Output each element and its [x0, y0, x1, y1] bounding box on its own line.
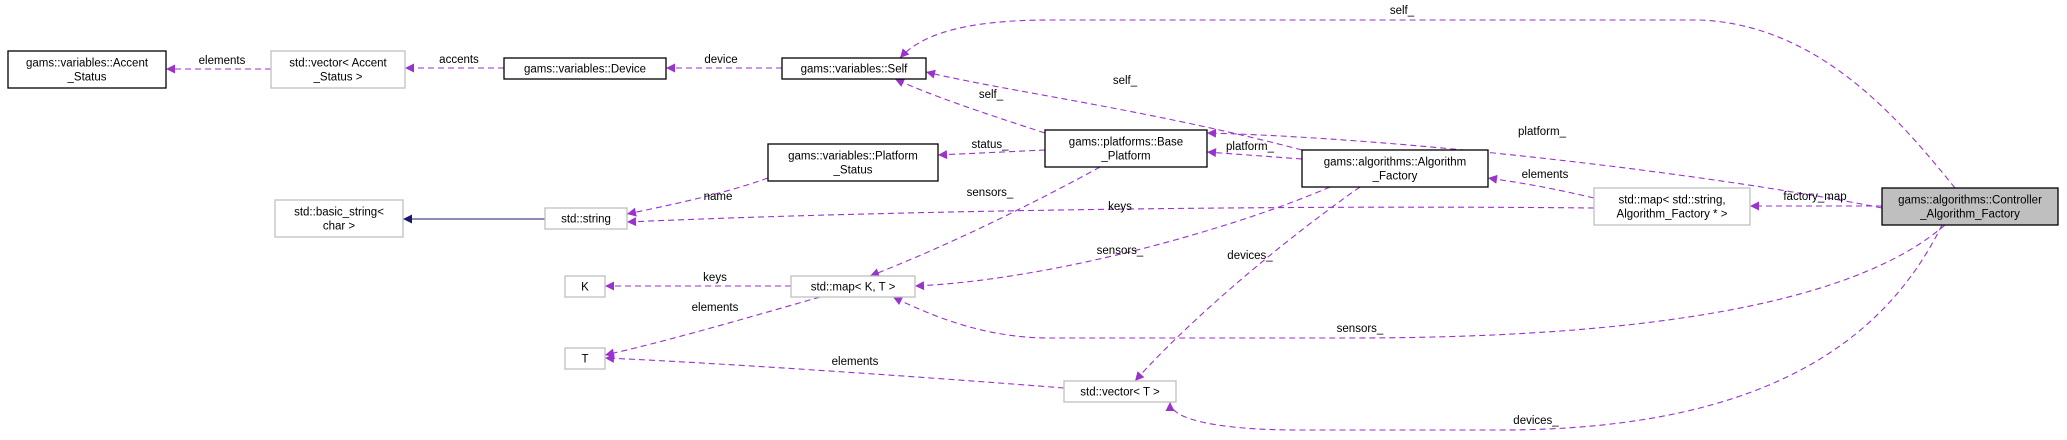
node-label-vector_t-0: std::vector< T >	[1080, 387, 1160, 399]
node-vector_t[interactable]: std::vector< T >	[1063, 380, 1177, 403]
node-label-t-0: T	[581, 354, 588, 366]
edge-label-controller-vector_t: devices_	[1513, 415, 1559, 427]
node-label-base_platform-0: gams::platforms::Base	[1069, 137, 1183, 149]
edge-algorithm-map_kt	[914, 186, 1331, 291]
node-box-accent_status	[7, 50, 167, 89]
node-label-algorithm_factory-0: gams::algorithms::Algorithm	[1324, 157, 1467, 169]
edge-controller-vector_t	[1165, 224, 1943, 431]
node-label-base_platform-1: _Platform	[1100, 151, 1150, 163]
node-self[interactable]: gams::variables::Self	[781, 57, 927, 80]
edge-label-controller-self: self_	[1390, 5, 1415, 17]
edge-controller-base	[1206, 128, 1883, 209]
edge-label-algorithm-base: platform_	[1226, 141, 1275, 153]
node-label-self-0: gams::variables::Self	[801, 64, 909, 76]
node-label-accent_status-1: _Status	[67, 72, 107, 84]
edge-label-base-platform_status: status_	[971, 139, 1009, 151]
node-box-map_kt	[790, 275, 916, 298]
edge-label-platform_status-string: name	[704, 191, 733, 203]
edge-controller-map_kt	[892, 224, 1946, 339]
node-algorithm_factory[interactable]: gams::algorithms::Algorithm_Factory	[1301, 149, 1489, 188]
edge-algorithm-self	[925, 69, 1303, 151]
node-label-map_string_factory-0: std::map< std::string,	[1618, 195, 1725, 207]
node-label-controller_factory-1: _Algorithm_Factory	[1919, 209, 2020, 221]
node-map_kt[interactable]: std::map< K, T >	[790, 275, 916, 298]
node-string[interactable]: std::string	[544, 207, 628, 230]
node-label-platform_status-1: _Status	[833, 165, 873, 177]
edge-label-controller-base: platform_	[1518, 126, 1567, 138]
node-label-map_string_factory-1: Algorithm_Factory * >	[1617, 209, 1728, 221]
node-box-device	[503, 57, 667, 80]
edges-layer	[166, 19, 1956, 431]
node-box-map_string_factory	[1593, 187, 1751, 226]
node-label-k-0: K	[581, 282, 589, 294]
edge-labels-layer: elements accents device self_ self_ self_plat…	[199, 5, 1847, 427]
node-box-vector_accent	[270, 50, 406, 89]
node-box-algorithm_factory	[1301, 149, 1489, 188]
node-device[interactable]: gams::variables::Device	[503, 57, 667, 80]
node-t[interactable]: T	[564, 347, 606, 370]
node-box-t	[564, 347, 606, 370]
edge-label-controller-map_factory: factory_map	[1783, 191, 1846, 203]
node-box-controller_factory	[1881, 187, 2059, 226]
edge-platform_status-string	[626, 177, 769, 217]
node-label-basic_string-0: std::basic_string<	[294, 207, 384, 219]
edge-label-self-device: device	[704, 54, 737, 66]
node-vector_accent[interactable]: std::vector< Accent_Status >	[270, 50, 406, 89]
node-box-platform_status	[767, 143, 939, 182]
edge-label-map_kt-k: keys	[703, 272, 727, 284]
node-label-algorithm_factory-1: _Factory	[1372, 171, 1418, 183]
edge-label-map_factory-string: keys	[1108, 201, 1132, 213]
edge-map_kt-t	[604, 296, 821, 358]
node-label-accent_status-0: gams::variables::Accent	[26, 58, 149, 70]
node-box-basic_string	[274, 199, 404, 238]
edge-label-algorithm-map_kt: sensors_	[1097, 245, 1144, 257]
edge-label-vector_accent-accent_status: elements	[199, 55, 246, 67]
node-box-string	[544, 207, 628, 230]
edge-label-device-vector_accent: accents	[439, 54, 479, 66]
node-label-device-0: gams::variables::Device	[524, 64, 646, 76]
node-label-platform_status-0: gams::variables::Platform	[788, 151, 918, 163]
node-label-vector_accent-1: _Status >	[313, 72, 363, 84]
node-k[interactable]: K	[564, 275, 606, 298]
edge-label-base-self: self_	[979, 89, 1004, 101]
edge-label-map_factory-algorithm: elements	[1522, 169, 1569, 181]
node-label-basic_string-1: char >	[323, 221, 356, 233]
edge-label-map_kt-t: elements	[692, 302, 739, 314]
node-base_platform[interactable]: gams::platforms::Base_Platform	[1044, 129, 1208, 168]
node-box-k	[564, 275, 606, 298]
node-platform_status[interactable]: gams::variables::Platform_Status	[767, 143, 939, 182]
node-label-string-0: std::string	[561, 214, 611, 226]
edge-map_factory-algorithm	[1487, 174, 1595, 199]
edge-label-algorithm-self: self_	[1113, 75, 1138, 87]
node-box-base_platform	[1044, 129, 1208, 168]
node-map_string_factory[interactable]: std::map< std::string,Algorithm_Factory …	[1593, 187, 1751, 226]
edge-base-self	[894, 78, 1046, 134]
edge-label-controller-map_kt: sensors_	[1337, 323, 1384, 335]
edge-map_factory-string	[626, 206, 1595, 227]
node-label-map_kt-0: std::map< K, T >	[811, 282, 896, 294]
nodes-layer: gams::variables::Accent_Statusstd::vecto…	[7, 50, 2059, 403]
edge-label-algorithm-vector_t: devices_	[1227, 250, 1273, 262]
node-label-controller_factory-0: gams::algorithms::Controller	[1898, 195, 2042, 207]
edge-label-base-map_kt: sensors_	[967, 187, 1014, 199]
edge-vector_t-t	[604, 353, 1065, 389]
node-box-vector_t	[1063, 380, 1177, 403]
edge-base-map_kt	[869, 166, 1101, 277]
edge-algorithm-vector_t	[1134, 186, 1361, 382]
node-box-self	[781, 57, 927, 80]
edge-base-platform_status	[937, 149, 1046, 160]
node-accent_status[interactable]: gams::variables::Accent_Status	[7, 50, 167, 89]
node-controller_factory[interactable]: gams::algorithms::Controller_Algorithm_F…	[1881, 187, 2059, 226]
edge-controller-self	[899, 19, 1956, 189]
edge-algorithm-base	[1206, 148, 1303, 160]
node-basic_string[interactable]: std::basic_string<char >	[274, 199, 404, 238]
node-label-vector_accent-0: std::vector< Accent	[289, 58, 387, 70]
edge-label-vector_t-t: elements	[832, 356, 879, 368]
